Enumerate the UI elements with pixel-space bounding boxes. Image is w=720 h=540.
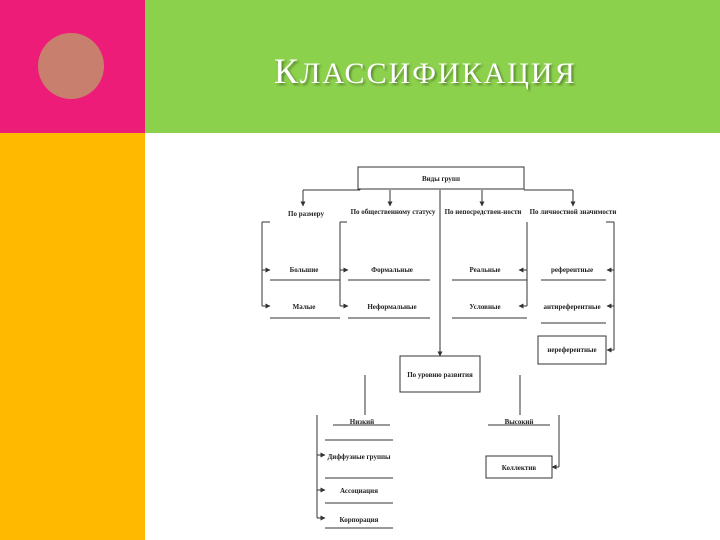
significance-referent: референтные [551, 266, 593, 274]
decorative-circle [38, 33, 104, 99]
root-box [357, 166, 525, 190]
level-low: Низкий [350, 418, 374, 426]
high-collective: Коллектив [502, 464, 537, 472]
size-small: Малые [293, 303, 316, 311]
development-box [399, 355, 481, 393]
criterion-size: По размеру [288, 210, 324, 218]
significance-antireferent: антиреферентные [543, 303, 600, 311]
low-corporation: Корпорация [340, 516, 379, 524]
connector-lines [261, 178, 615, 529]
slide-title: КЛАССИФИКАЦИЯ [274, 50, 577, 92]
root-label: Виды групп [422, 175, 460, 183]
level-high: Высокий [505, 418, 534, 426]
title-initial: К [274, 51, 301, 91]
criterion-significance: По личностной значимости [530, 208, 617, 216]
development-label: По уровню развития [407, 371, 473, 379]
yellow-side-block [0, 133, 145, 540]
collective-box [485, 455, 553, 479]
nonreferent-box [537, 335, 607, 365]
immediacy-real: Реальные [469, 266, 500, 274]
immediacy-nominal: Условные [469, 303, 500, 311]
status-formal: Формальные [371, 266, 413, 274]
size-large: Большие [290, 266, 319, 274]
title-bar [145, 0, 720, 133]
low-diffuse: Диффузные группы [327, 453, 391, 461]
criterion-immediacy: По непосредствен-ности [445, 208, 522, 216]
criterion-status: По общественному статусу [351, 208, 436, 216]
low-association: Ассоциация [340, 487, 378, 495]
status-informal: Неформальные [367, 303, 416, 311]
title-rest: ЛАССИФИКАЦИЯ [300, 57, 577, 90]
diagram-boxes [357, 166, 607, 479]
significance-nonreferent: нереферентные [547, 346, 596, 354]
